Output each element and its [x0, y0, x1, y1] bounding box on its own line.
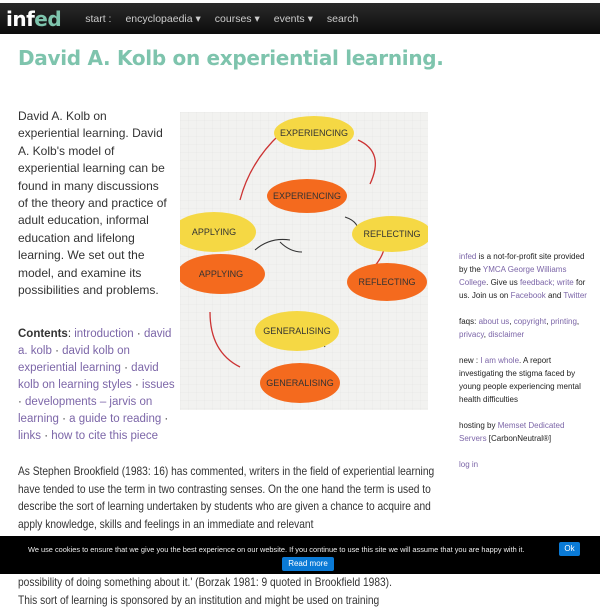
- logo-text: inf: [6, 6, 35, 31]
- diagram-label: REFLECTING: [363, 229, 420, 239]
- text: and: [545, 291, 564, 300]
- faq-link[interactable]: printing: [550, 317, 577, 326]
- diagram-label: REFLECTING: [358, 277, 415, 287]
- memset-link[interactable]: Memset Dedicated Servers: [459, 421, 565, 443]
- faq-link[interactable]: privacy: [459, 330, 484, 339]
- diagram-label: APPLYING: [192, 227, 236, 237]
- nav-events[interactable]: events ▾: [273, 12, 313, 25]
- diagram-label: GENERALISING: [263, 326, 331, 336]
- logo-text-accent: ed: [34, 6, 62, 31]
- twitter-link[interactable]: Twitter: [563, 291, 587, 300]
- contents-link[interactable]: developments – jarvis on learning: [18, 396, 153, 425]
- cookie-ok-button[interactable]: Ok: [559, 542, 580, 556]
- text: for us. Join us on: [459, 278, 586, 300]
- contents-link[interactable]: a guide to reading: [69, 413, 162, 425]
- cookie-message: We use cookies to ensure that we give yo…: [28, 545, 525, 554]
- contents-link[interactable]: david kolb on learning styles: [18, 362, 159, 391]
- nav-search[interactable]: search: [326, 12, 359, 25]
- ymca-link[interactable]: YMCA George Williams College: [459, 265, 567, 287]
- text: is a not-for-profit site provided by the: [459, 252, 585, 274]
- diagram-label: EXPERIENCING: [273, 191, 341, 201]
- diagram-label: EXPERIENCING: [280, 128, 348, 138]
- faq-link[interactable]: disclaimer: [488, 330, 525, 339]
- news-label: new :: [459, 356, 481, 365]
- top-nav: infed start : encyclopaedia ▾ courses ▾ …: [0, 3, 600, 34]
- cookie-banner: We use cookies to ensure that we give yo…: [0, 536, 600, 574]
- paragraph: possibility of doing something about it.…: [18, 575, 392, 589]
- diagram-label: APPLYING: [199, 269, 243, 279]
- paragraph: As Stephen Brookfield (1983: 16) has com…: [18, 464, 435, 531]
- news-text: . A report investigating the stigma face…: [459, 356, 581, 404]
- hosting-text: [CarbonNeutral®]: [486, 434, 552, 443]
- contents-link[interactable]: how to cite this piece: [51, 430, 159, 442]
- faq-link[interactable]: copyright: [513, 317, 547, 326]
- feedback-link[interactable]: feedback; write: [519, 278, 574, 287]
- faqs-label: faqs:: [459, 317, 479, 326]
- contents-link[interactable]: david kolb on experiential learning: [18, 345, 130, 374]
- diagram-label: GENERALISING: [266, 378, 334, 388]
- contents-link[interactable]: david a. kolb: [18, 328, 172, 357]
- logo[interactable]: infed: [6, 6, 62, 31]
- page-title: David A. Kolb on experiential learning.: [18, 46, 444, 70]
- read-more-button[interactable]: Read more: [282, 557, 334, 571]
- contents-link[interactable]: links: [18, 430, 42, 442]
- login-link[interactable]: log in: [459, 460, 479, 469]
- about-text: infed is a not-for-profit site provided …: [459, 250, 594, 302]
- contents-link[interactable]: issues: [142, 379, 175, 391]
- hosting-label: hosting by: [459, 421, 498, 430]
- contents-list: Contents: introduction · david a. kolb ·…: [18, 328, 175, 442]
- sidebar: infed is a not-for-profit site provided …: [459, 250, 594, 484]
- news: new : I am whole. A report investigating…: [459, 354, 594, 406]
- faqs: faqs: about us, copyright, printing, pri…: [459, 317, 580, 339]
- facebook-link[interactable]: Facebook: [510, 291, 546, 300]
- infed-link[interactable]: infed: [459, 252, 477, 261]
- nav-courses[interactable]: courses ▾: [214, 12, 260, 25]
- paragraph: This sort of learning is sponsored by an…: [18, 593, 380, 607]
- kolb-cycle-image: EXPERIENCING EXPERIENCING REFLECTING APP…: [180, 112, 428, 410]
- faq-link[interactable]: about us: [478, 317, 510, 326]
- intro-text: David A. Kolb on experiential learning. …: [18, 109, 167, 298]
- contents-link[interactable]: introduction: [74, 328, 134, 340]
- contents-label: Contents: [18, 328, 68, 340]
- nav-start[interactable]: start :: [85, 12, 112, 25]
- news-link[interactable]: I am whole: [480, 356, 520, 365]
- text: . Give us: [486, 278, 520, 287]
- hosting: hosting by Memset Dedicated Servers [Car…: [459, 419, 594, 445]
- nav-encyclopaedia[interactable]: encyclopaedia ▾: [125, 12, 201, 25]
